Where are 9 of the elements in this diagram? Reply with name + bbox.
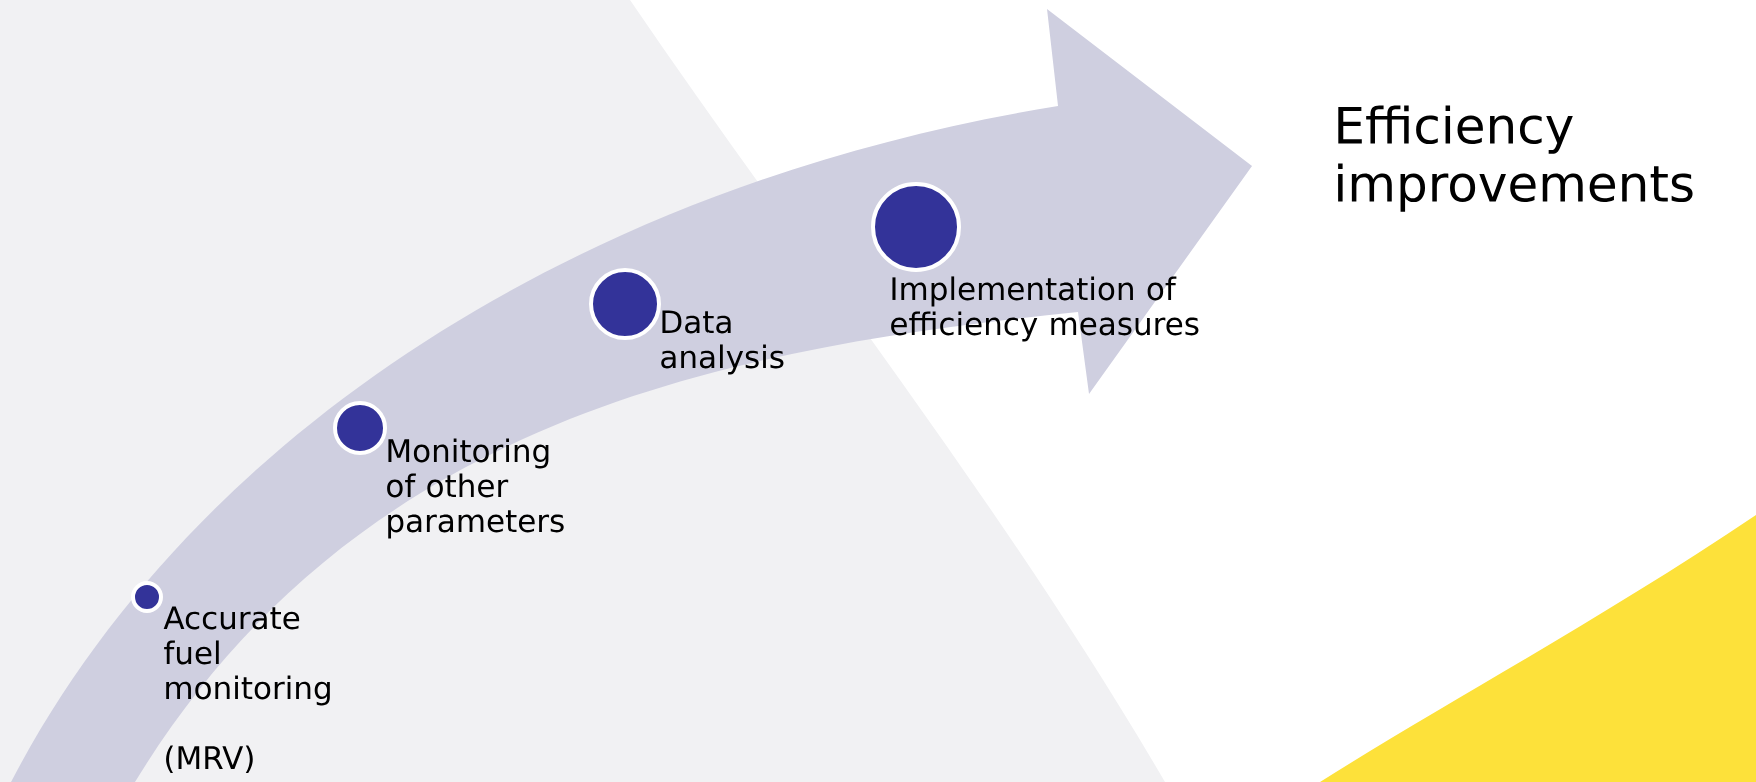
step-label: Accurate fuel monitoring — [163, 606, 330, 706]
step-dot — [589, 268, 661, 340]
step-dot — [871, 182, 961, 272]
step-label: (MRV) — [166, 745, 253, 773]
step-label: Monitoring of other parameters — [387, 438, 564, 539]
title-text: Efficiency improvements — [1338, 105, 1693, 212]
step-label: Implementation of efficiency measures — [891, 276, 1199, 342]
step-label: Data analysis — [661, 310, 784, 375]
step-dot — [131, 581, 163, 613]
